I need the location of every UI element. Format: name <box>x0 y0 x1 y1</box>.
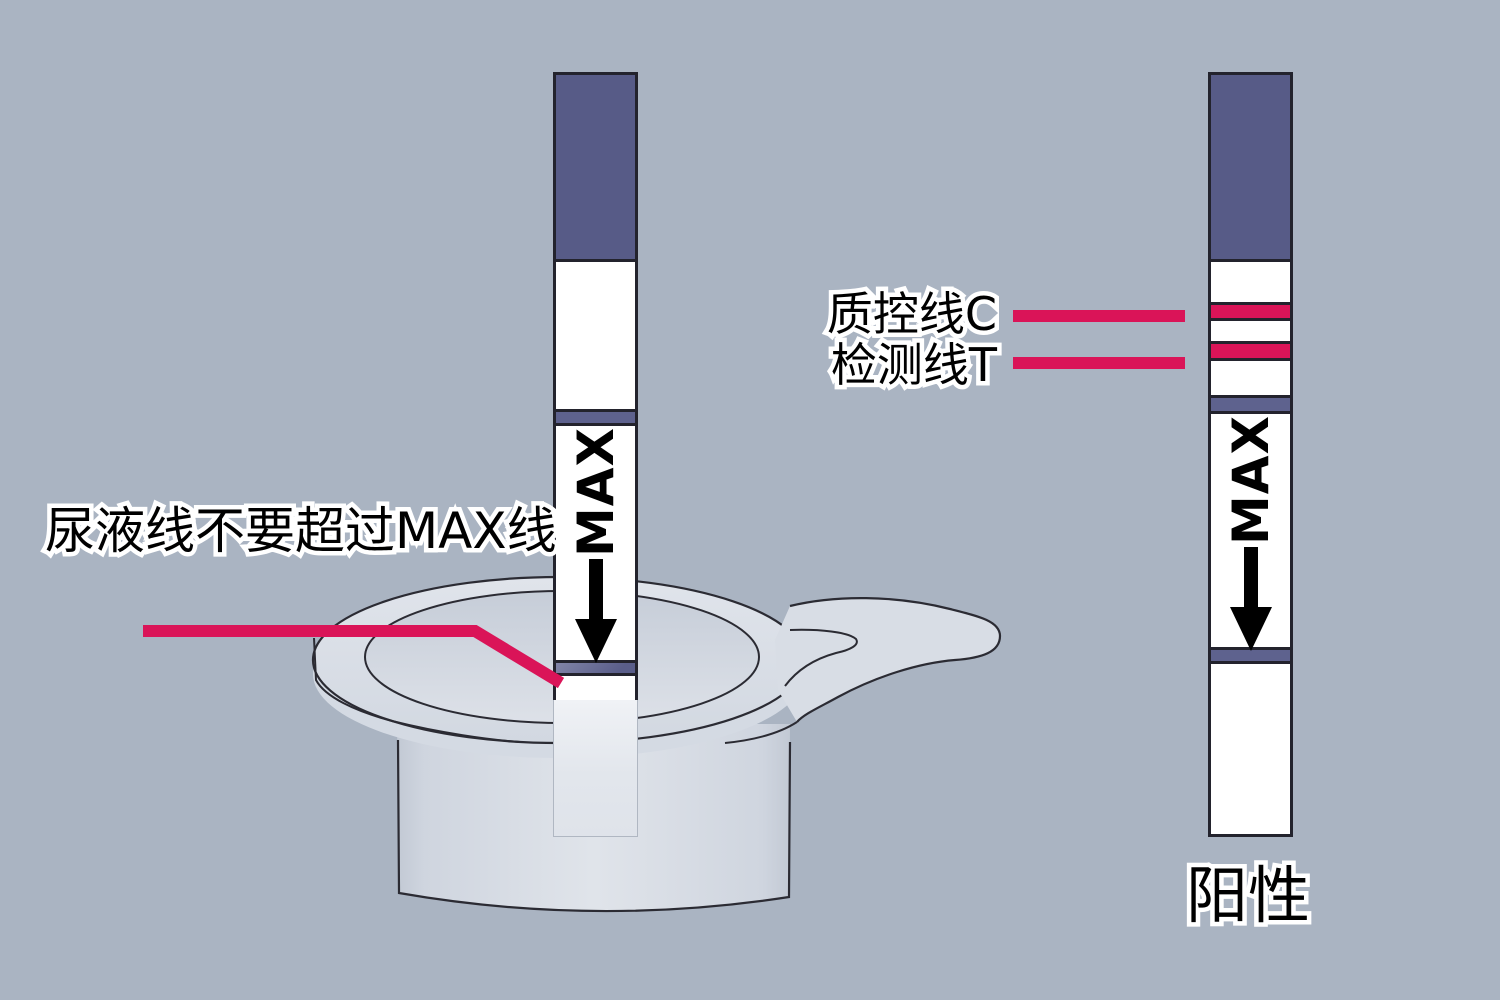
cup-spout-inner-line <box>784 628 858 687</box>
control-line-label-outline: 质控线C <box>822 284 1001 344</box>
strip-bottom-blank <box>1211 664 1290 807</box>
control-line-pointer <box>1013 310 1185 322</box>
test-line-pointer <box>1013 357 1185 369</box>
cup-rim-right-edge <box>724 721 798 744</box>
caption-max-warning-outline: 尿液线不要超过MAX线 <box>41 499 562 564</box>
test-line-label-text: 检测线T <box>830 338 997 392</box>
max-label-wrap: MAX <box>1211 410 1290 550</box>
max-label-wrap: MAX <box>556 422 635 562</box>
cup-spout-outline <box>789 596 1002 723</box>
window-lower-gap <box>1211 361 1290 398</box>
strip-submerged-section <box>553 700 638 837</box>
window-upper-gap <box>1211 262 1290 305</box>
down-arrow-icon <box>1228 547 1274 651</box>
caption-max-warning-text: 尿液线不要超过MAX线 <box>45 502 557 560</box>
strip-handle-cap <box>1211 75 1290 262</box>
result-label: 阳性 阳性 <box>1181 856 1314 935</box>
urine-level-pointer-line <box>143 625 565 689</box>
max-line-band <box>1211 398 1290 414</box>
test-line-band <box>1211 344 1290 361</box>
dip-test-strip: MAX <box>553 72 638 700</box>
max-label: MAX <box>1221 414 1280 546</box>
window-middle-gap <box>1211 321 1290 344</box>
control-line-band <box>1211 305 1290 321</box>
max-zone: MAX <box>556 426 635 663</box>
caption-max-warning: 尿液线不要超过MAX线 尿液线不要超过MAX线 <box>41 499 562 564</box>
positive-result-strip: MAX <box>1208 72 1293 837</box>
cup-spout <box>775 598 1000 722</box>
result-label-outline: 阳性 <box>1181 856 1314 935</box>
max-zone: MAX <box>1211 414 1290 651</box>
strip-handle-cap <box>556 75 635 262</box>
result-label-text: 阳性 <box>1186 859 1311 932</box>
control-line-label-text: 质控线C <box>826 287 997 341</box>
immersion-line-band <box>556 663 635 676</box>
max-label: MAX <box>566 426 625 558</box>
cup-body-outline <box>396 739 792 913</box>
immersion-line-band <box>1211 650 1290 664</box>
max-line-band <box>556 412 635 426</box>
test-line-label: 检测线T 检测线T <box>826 335 1001 395</box>
strip-result-window <box>556 262 635 412</box>
test-line-label-outline: 检测线T <box>826 335 1001 395</box>
down-arrow-icon <box>573 559 619 663</box>
control-line-label: 质控线C 质控线C <box>822 284 1001 344</box>
